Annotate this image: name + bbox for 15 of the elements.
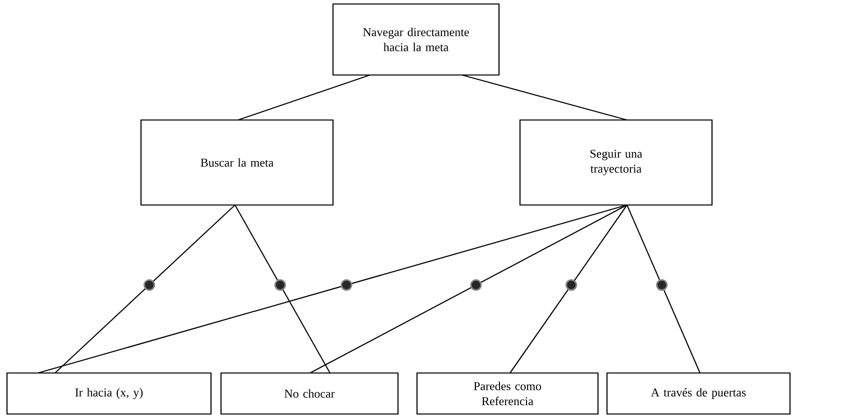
text-box: Buscar la meta	[140, 119, 334, 206]
text-box: Ir hacia (x, y)	[6, 372, 212, 415]
connector-line	[510, 204, 628, 374]
connector-line	[54, 204, 236, 374]
text-box: Seguir una trayectoria	[519, 119, 713, 206]
connector-line	[462, 74, 628, 121]
text-box: Navegar directamente hacia la meta	[332, 3, 500, 76]
text-box: Paredes como Referencia	[416, 372, 599, 415]
connector-line	[310, 204, 628, 374]
text-box: No chocar	[220, 372, 399, 415]
connector-line	[38, 204, 628, 374]
text-box: A través de puertas	[606, 372, 791, 415]
connector-line	[234, 204, 330, 374]
connector-line	[238, 74, 370, 121]
connector-line	[626, 204, 701, 374]
